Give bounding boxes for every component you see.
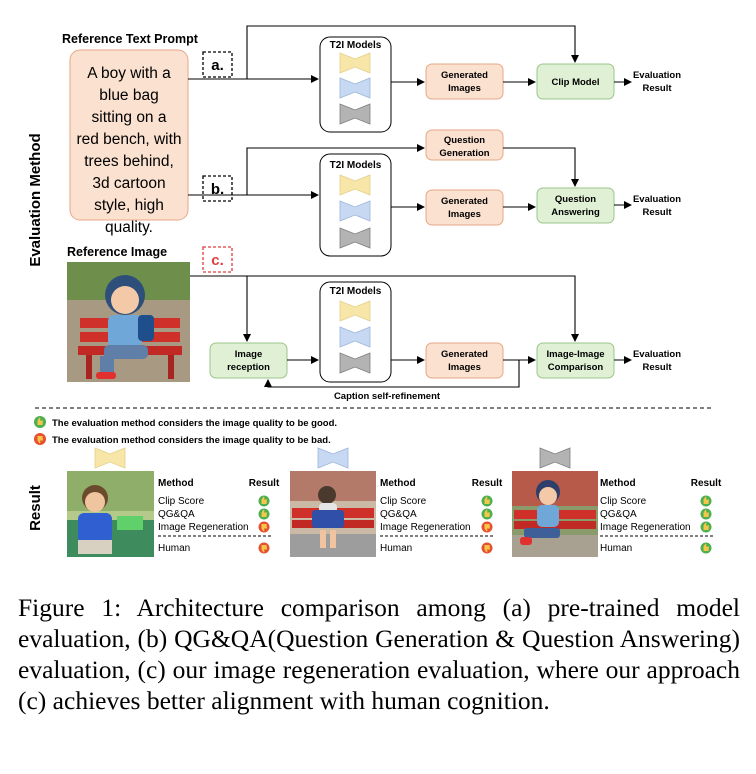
t2i-group-c: T2I Models xyxy=(319,281,392,383)
hand-glyph xyxy=(484,509,490,517)
legend-good: The evaluation method considers the imag… xyxy=(34,416,337,429)
method-name: Human xyxy=(600,543,632,554)
hand-glyph xyxy=(261,509,267,517)
tag-c: c. xyxy=(211,252,224,269)
evaluation-method-label: Evaluation Method xyxy=(27,133,44,266)
method-name: QG&QA xyxy=(600,509,637,520)
method-header: Method xyxy=(158,478,194,489)
result-image-1 xyxy=(67,471,154,557)
result-panel-2 xyxy=(290,447,376,557)
tag-a: a. xyxy=(211,57,224,74)
model-blue-icon xyxy=(317,447,349,469)
result-panel-3 xyxy=(512,447,598,557)
reference-image xyxy=(67,262,190,382)
method-name: QG&QA xyxy=(158,509,195,520)
reference-image-title: Reference Image xyxy=(67,245,167,259)
t2i-label-c: T2I Models xyxy=(330,286,382,297)
hand-glyph xyxy=(703,543,709,551)
method-name: Image Regeneration xyxy=(380,522,471,533)
hand-glyph xyxy=(703,496,709,504)
hand-glyph xyxy=(261,524,267,532)
legend-bad-text: The evaluation method considers the imag… xyxy=(52,435,331,446)
result-image-2 xyxy=(290,471,376,557)
result-panel-1 xyxy=(67,447,154,557)
clip-model: Clip Model xyxy=(551,77,599,88)
t2i-group-b: T2I Models xyxy=(319,153,392,257)
t2i-label-a: T2I Models xyxy=(330,40,382,51)
method-name: Clip Score xyxy=(600,496,647,507)
method-name: QG&QA xyxy=(380,509,417,520)
result-header: Result xyxy=(472,478,503,489)
result-header: Result xyxy=(691,478,722,489)
figure-caption: Figure 1: Architecture comparison among … xyxy=(18,593,740,715)
method-name: Human xyxy=(380,543,412,554)
method-name: Human xyxy=(158,543,190,554)
hand-glyph xyxy=(261,545,267,553)
tag-b-box xyxy=(202,175,233,202)
hand-glyph xyxy=(484,524,490,532)
tag-a-box xyxy=(202,51,233,78)
legend-good-text: The evaluation method considers the imag… xyxy=(52,418,337,429)
hand-glyph xyxy=(484,496,490,504)
model-gray-icon xyxy=(539,447,571,469)
method-header: Method xyxy=(600,478,636,489)
model-yellow-icon xyxy=(94,447,126,469)
caption-refinement-label: Caption self-refinement xyxy=(334,391,441,402)
hand-glyph xyxy=(703,509,709,517)
question-generation-box xyxy=(425,129,504,161)
result-header: Result xyxy=(249,478,280,489)
result-side-label: Result xyxy=(27,485,44,531)
method-header: Method xyxy=(380,478,416,489)
t2i-group-a: T2I Models xyxy=(319,36,392,133)
method-name: Clip Score xyxy=(380,496,427,507)
tag-c-box xyxy=(202,246,233,273)
hand-glyph xyxy=(261,496,267,504)
result-image-3 xyxy=(512,471,598,557)
method-name: Image Regeneration xyxy=(600,522,691,533)
legend-bad: The evaluation method considers the imag… xyxy=(34,433,331,446)
method-name: Clip Score xyxy=(158,496,205,507)
method-name: Image Regeneration xyxy=(158,522,249,533)
prompt-title: Reference Text Prompt xyxy=(62,32,199,46)
hand-glyph xyxy=(484,545,490,553)
text-prompt-box xyxy=(69,49,189,221)
flow-arrows xyxy=(188,25,632,388)
hand-glyph xyxy=(703,522,709,530)
tag-b: b. xyxy=(211,181,224,198)
architecture-figure: Evaluation Method Result Reference Text … xyxy=(27,25,722,557)
t2i-label-b: T2I Models xyxy=(330,160,382,171)
